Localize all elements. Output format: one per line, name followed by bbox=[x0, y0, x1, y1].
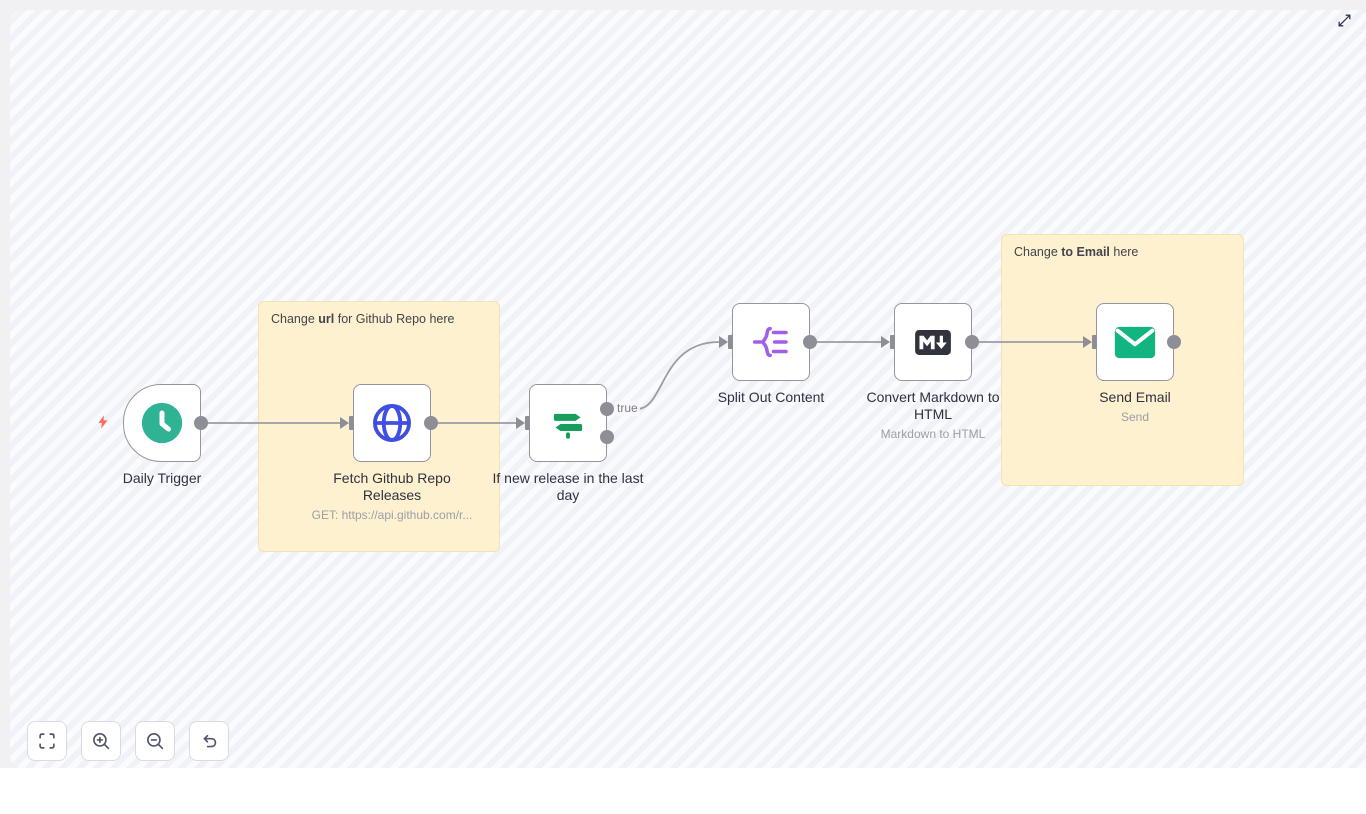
email-icon bbox=[1113, 324, 1157, 361]
input-port[interactable] bbox=[1092, 335, 1097, 349]
sticky-note-text: Change to Email here bbox=[1014, 245, 1139, 259]
output-port[interactable] bbox=[600, 402, 614, 416]
input-port[interactable] bbox=[890, 335, 895, 349]
input-port[interactable] bbox=[525, 416, 530, 430]
zoom-out-button[interactable] bbox=[135, 721, 175, 761]
node-fetch-github-repo-releases[interactable] bbox=[353, 384, 431, 462]
fit-view-icon bbox=[36, 730, 58, 752]
output-port[interactable] bbox=[965, 335, 979, 349]
input-arrow-icon bbox=[516, 417, 525, 429]
node-split-out-content[interactable] bbox=[732, 303, 810, 381]
zoom-in-icon bbox=[90, 730, 112, 752]
output-port[interactable] bbox=[600, 430, 614, 444]
clock-icon bbox=[139, 400, 185, 446]
fit-view-button[interactable] bbox=[27, 721, 67, 761]
split-icon bbox=[751, 322, 791, 362]
output-port[interactable] bbox=[803, 335, 817, 349]
signpost-icon bbox=[548, 403, 588, 443]
markdown-icon bbox=[914, 329, 952, 356]
input-arrow-icon bbox=[1083, 336, 1092, 348]
canvas-toolbar bbox=[27, 721, 229, 761]
output-label-true: true bbox=[615, 401, 640, 416]
bolt-icon bbox=[95, 413, 111, 431]
undo-button[interactable] bbox=[189, 721, 229, 761]
page-background bbox=[0, 768, 1366, 814]
sticky-github-url[interactable]: Change url for Github Repo here bbox=[258, 301, 500, 552]
output-port[interactable] bbox=[194, 416, 208, 430]
output-port[interactable] bbox=[1167, 335, 1181, 349]
node-send-email[interactable] bbox=[1096, 303, 1174, 381]
zoom-out-icon bbox=[144, 730, 166, 752]
zoom-in-button[interactable] bbox=[81, 721, 121, 761]
globe-icon bbox=[370, 401, 414, 445]
output-port[interactable] bbox=[424, 416, 438, 430]
expand-icon bbox=[1336, 12, 1353, 32]
input-port[interactable] bbox=[728, 335, 733, 349]
input-port[interactable] bbox=[349, 416, 354, 430]
node-daily-trigger[interactable] bbox=[123, 384, 201, 462]
input-arrow-icon bbox=[719, 336, 728, 348]
input-arrow-icon bbox=[881, 336, 890, 348]
node-convert-markdown-to-html[interactable] bbox=[894, 303, 972, 381]
input-arrow-icon bbox=[340, 417, 349, 429]
expand-canvas-button[interactable] bbox=[1330, 8, 1358, 36]
undo-icon bbox=[198, 730, 220, 752]
sticky-note-text: Change url for Github Repo here bbox=[271, 312, 455, 326]
node-if-new-release-in-the-last-day[interactable] bbox=[529, 384, 607, 462]
